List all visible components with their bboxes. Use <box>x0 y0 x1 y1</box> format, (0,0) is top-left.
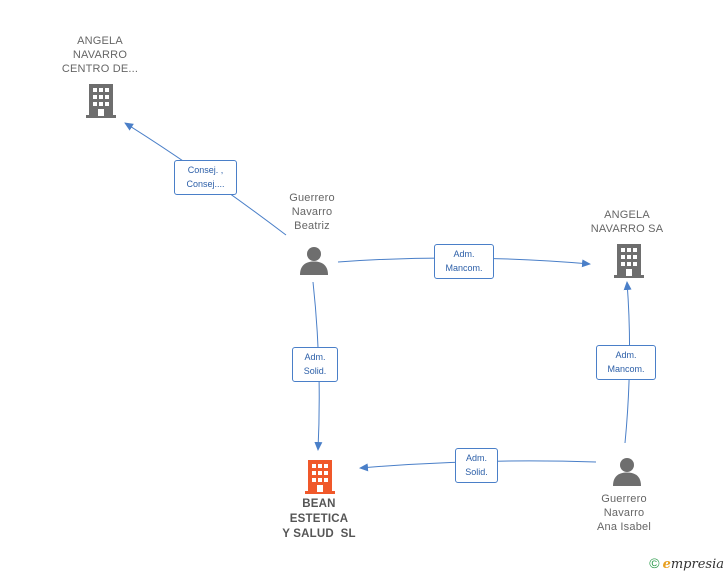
building-icon-focus[interactable] <box>305 460 335 494</box>
empresia-logo: empresia <box>662 557 724 572</box>
node-label-beatriz: Guerrero Navarro Beatriz <box>289 192 335 232</box>
node-label-angela-sa: ANGELA NAVARRO SA <box>590 209 664 235</box>
edge-label-beatriz-bean[interactable]: Adm. Solid. <box>292 347 338 382</box>
node-label-bean: BEAN ESTETICA Y SALUD SL <box>282 498 356 540</box>
copyright-icon: © <box>649 555 660 571</box>
node-label-ana-isabel: Guerrero Navarro Ana Isabel <box>597 493 651 533</box>
building-icon[interactable] <box>614 244 644 278</box>
edge-label-beatriz-sa[interactable]: Adm. Mancom. <box>434 244 494 279</box>
edge-label-beatriz-centro[interactable]: Consej. , Consej.... <box>174 160 237 195</box>
person-icon[interactable] <box>612 456 642 486</box>
node-label-angela-centro: ANGELA NAVARRO CENTRO DE... <box>61 35 139 75</box>
empresia-footer[interactable]: ©empresia <box>649 555 724 572</box>
person-icon[interactable] <box>299 245 329 275</box>
edge-label-ana-bean[interactable]: Adm. Solid. <box>455 448 498 483</box>
building-icon[interactable] <box>86 84 116 118</box>
edge-label-ana-sa[interactable]: Adm. Mancom. <box>596 345 656 380</box>
